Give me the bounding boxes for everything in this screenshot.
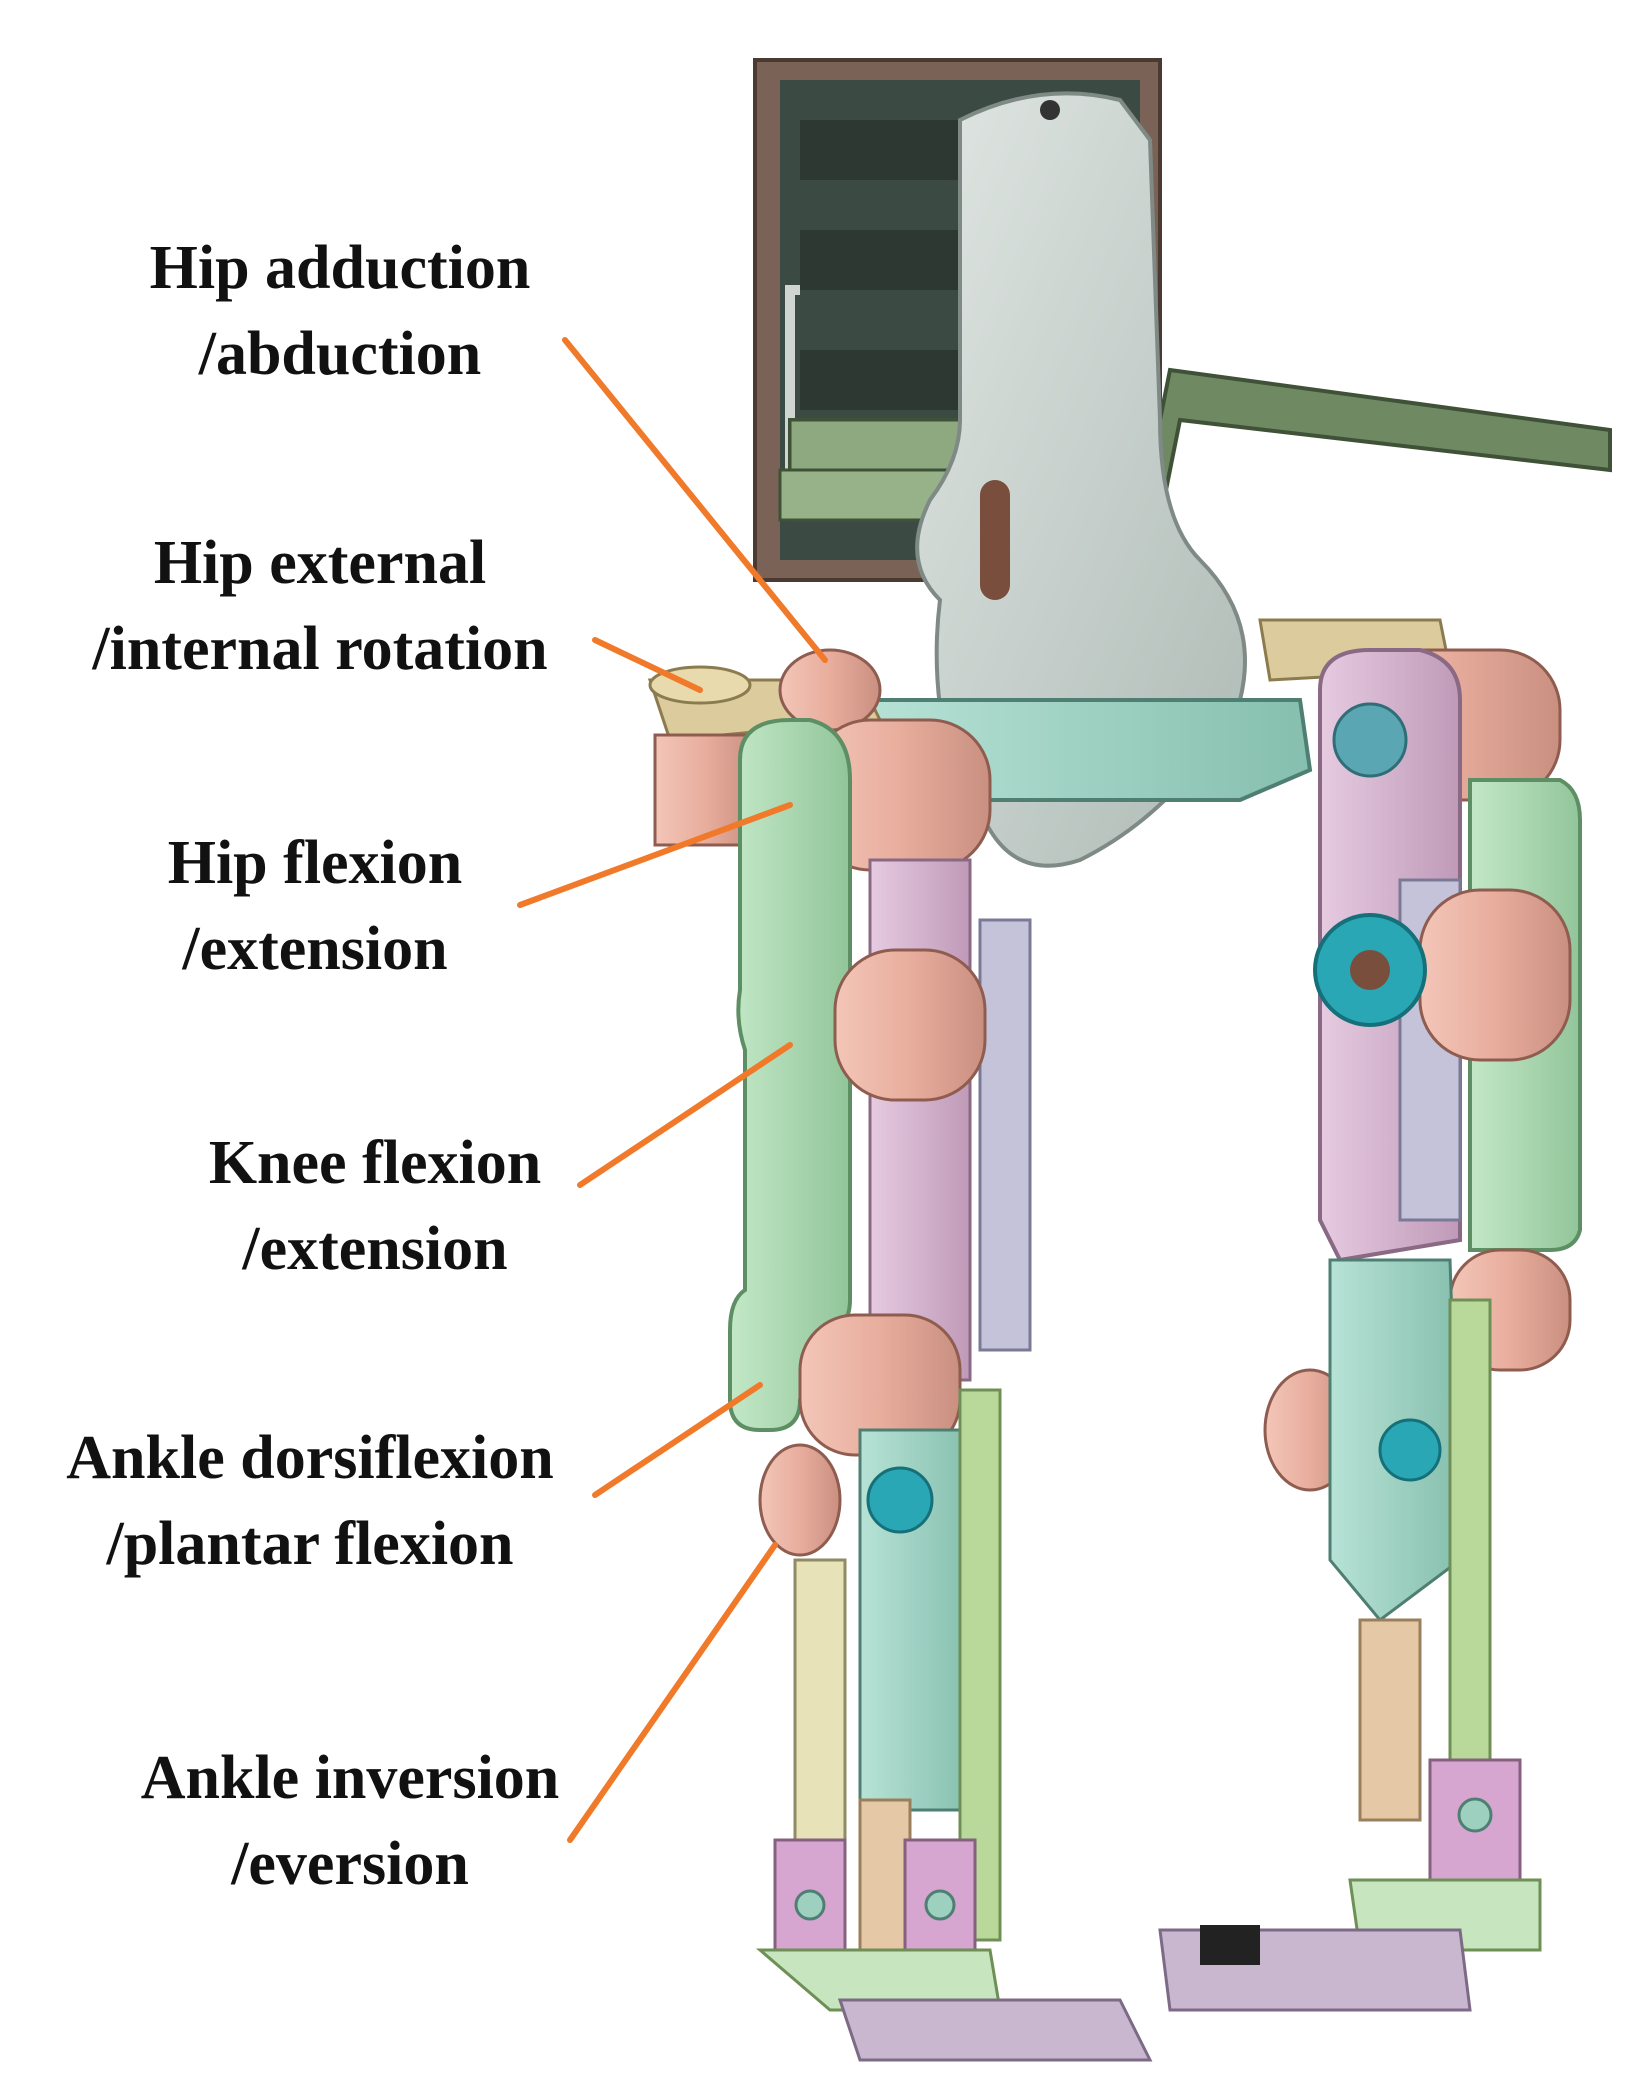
label-ankle-inversion-eversion: Ankle inversion /eversion	[80, 1735, 620, 1907]
label-line: Hip flexion	[167, 829, 463, 897]
right-knee-motor	[1313, 888, 1572, 1062]
left-knee-motor	[833, 948, 987, 1102]
left-outer-link	[728, 718, 852, 1432]
right-shank	[1328, 1258, 1492, 1822]
label-line: Ankle inversion	[140, 1744, 560, 1812]
label-line: Ankle dorsiflexion	[66, 1424, 554, 1492]
label-line: Knee flexion	[208, 1129, 542, 1197]
left-ankle-joint	[773, 1838, 977, 1952]
label-line: Hip adduction	[149, 234, 531, 302]
back-plate	[915, 91, 1247, 868]
label-hip-external-internal-rotation: Hip external /internal rotation	[20, 520, 620, 692]
label-line: /plantar flexion	[106, 1510, 514, 1578]
right-ankle-joint	[1428, 1758, 1522, 1882]
leader-line-hip-abduction	[562, 337, 828, 663]
leader-line-hip-rotation	[592, 637, 703, 693]
leader-lines	[517, 337, 828, 1843]
label-hip-flexion-extension: Hip flexion /extension	[120, 820, 510, 992]
leader-line-knee-flexion	[577, 1042, 793, 1188]
label-line: /abduction	[198, 320, 482, 388]
left-ankle-motors	[758, 1313, 962, 1557]
label-line: /eversion	[231, 1830, 469, 1898]
label-ankle-dorsiflexion-plantar-flexion: Ankle dorsiflexion /plantar flexion	[10, 1415, 610, 1587]
label-line: /internal rotation	[92, 615, 548, 683]
label-line: /extension	[182, 915, 448, 983]
right-foot	[1158, 1878, 1542, 2012]
label-hip-adduction-abduction: Hip adduction /abduction	[80, 225, 600, 397]
leader-line-hip-flexion	[517, 802, 793, 908]
label-knee-flexion-extension: Knee flexion /extension	[150, 1120, 600, 1292]
label-line: Hip external	[153, 529, 487, 597]
leader-line-ankle-dorsiflexion	[592, 1382, 763, 1498]
leader-line-ankle-inversion	[567, 1542, 778, 1843]
label-line: /extension	[242, 1215, 508, 1283]
left-foot	[755, 1948, 1153, 2062]
left-thigh	[868, 858, 1032, 1382]
